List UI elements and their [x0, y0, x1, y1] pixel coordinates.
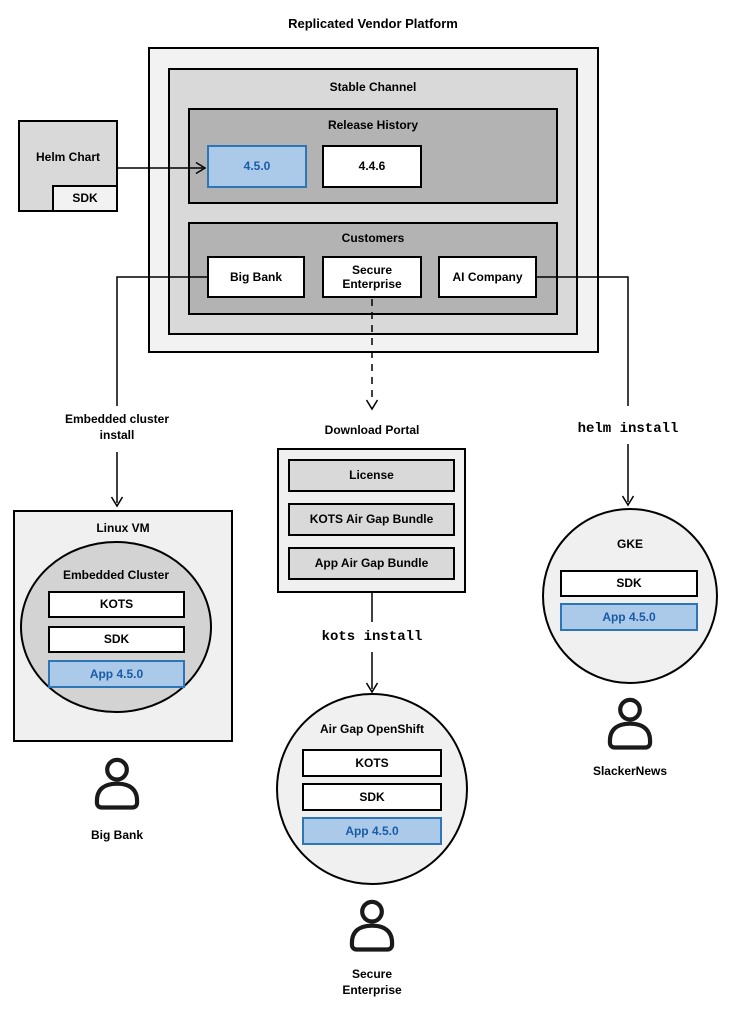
airgap-openshift-title: Air Gap OpenShift [319, 722, 424, 736]
kots-install-label: kots install [321, 629, 423, 645]
stable-channel-title: Stable Channel [329, 80, 417, 94]
secure-enterprise-user-label: Secure Enterprise [342, 967, 402, 997]
gke-title: GKE [616, 537, 643, 551]
helm-chart-sdk-box: SDK [52, 185, 118, 212]
embedded-cluster-title: Embedded Cluster [62, 568, 170, 582]
helm-install-label: helm install [577, 421, 679, 437]
arrowhead-down-icon [365, 399, 379, 411]
user-icon [349, 899, 395, 952]
user-icon [94, 757, 140, 810]
arrowhead-down-icon [110, 496, 124, 508]
slackernews-user-label: SlackerNews [592, 764, 668, 778]
release-450-box: 4.5.0 [207, 145, 307, 188]
gke-sdk-box: SDK [560, 570, 698, 597]
linux-vm-title: Linux VM [96, 521, 150, 535]
embedded-install-label: Embedded cluster install [64, 412, 170, 442]
os-app-box: App 4.5.0 [302, 817, 442, 845]
os-kots-box: KOTS [302, 749, 442, 777]
ec-kots-box: KOTS [48, 591, 185, 618]
portal-license-box: License [288, 459, 455, 492]
release-446-box: 4.4.6 [322, 145, 422, 188]
big-bank-user-label: Big Bank [90, 828, 143, 842]
arrowhead-down-icon [621, 495, 635, 507]
customer-ai-company-box: AI Company [438, 256, 537, 298]
portal-kots-bundle-box: KOTS Air Gap Bundle [288, 503, 455, 536]
customer-secure-enterprise-box: Secure Enterprise [322, 256, 422, 298]
gke-app-box: App 4.5.0 [560, 603, 698, 631]
portal-app-bundle-box: App Air Gap Bundle [288, 547, 455, 580]
ec-app-box: App 4.5.0 [48, 660, 185, 688]
customer-big-bank-box: Big Bank [207, 256, 305, 298]
arrowhead-down-icon [365, 682, 379, 694]
os-sdk-box: SDK [302, 783, 442, 811]
release-history-title: Release History [327, 118, 419, 132]
download-portal-title: Download Portal [324, 423, 420, 437]
user-icon [607, 697, 653, 750]
ec-sdk-box: SDK [48, 626, 185, 653]
customers-title: Customers [341, 231, 405, 245]
diagram-title: Replicated Vendor Platform [288, 16, 458, 31]
